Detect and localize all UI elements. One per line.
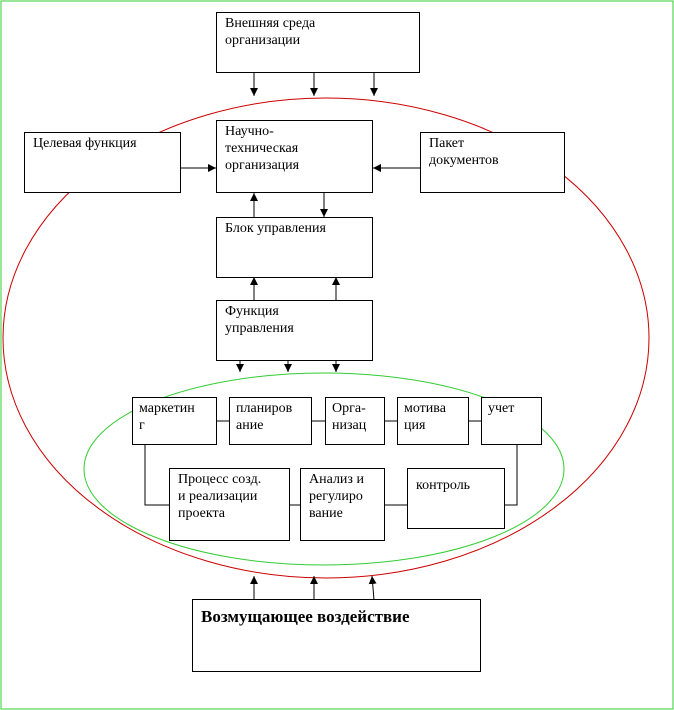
box-control: контроль [407, 468, 505, 529]
box-planning: планиров ание [229, 397, 312, 445]
box-control-label: контроль [416, 478, 471, 493]
box-sci-tech-organization: Научно- техническая организация [216, 120, 373, 193]
box-planning-label: планиров ание [236, 401, 293, 433]
box-motivation: мотива ция [397, 397, 469, 445]
box-analysis-regulation-label: Анализ и регулиро вание [309, 472, 364, 521]
box-external-environment-label: Внешняя среда организации [225, 16, 316, 48]
management-functions-ellipse [83, 372, 565, 566]
box-project-process-label: Процесс созд. и реализации проекта [178, 472, 262, 521]
organization-boundary-ellipse [2, 97, 650, 579]
box-control-function-label: Функция управления [225, 304, 294, 336]
box-organization-label: Орга- низац [332, 401, 367, 433]
box-motivation-label: мотива ция [404, 401, 446, 433]
box-project-process: Процесс созд. и реализации проекта [169, 468, 290, 541]
box-accounting: учет [481, 397, 542, 445]
box-organization: Орга- низац [325, 397, 385, 445]
box-accounting-label: учет [488, 401, 515, 416]
box-target-function: Целевая функция [24, 132, 181, 193]
box-analysis-regulation: Анализ и регулиро вание [300, 468, 385, 541]
box-target-function-label: Целевая функция [33, 136, 137, 151]
box-control-block-label: Блок управления [225, 221, 326, 236]
box-marketing: маркетин г [132, 397, 217, 445]
box-disturbance: Возмущающее воздействие [192, 599, 481, 672]
box-control-function: Функция управления [216, 300, 373, 361]
box-control-block: Блок управления [216, 217, 373, 278]
box-document-package: Пакет документов [420, 132, 565, 193]
box-external-environment: Внешняя среда организации [216, 12, 420, 73]
box-marketing-label: маркетин г [139, 401, 195, 433]
box-disturbance-label: Возмущающее воздействие [201, 607, 410, 626]
box-document-package-label: Пакет документов [429, 136, 499, 168]
box-sci-tech-organization-label: Научно- техническая организация [225, 124, 300, 173]
